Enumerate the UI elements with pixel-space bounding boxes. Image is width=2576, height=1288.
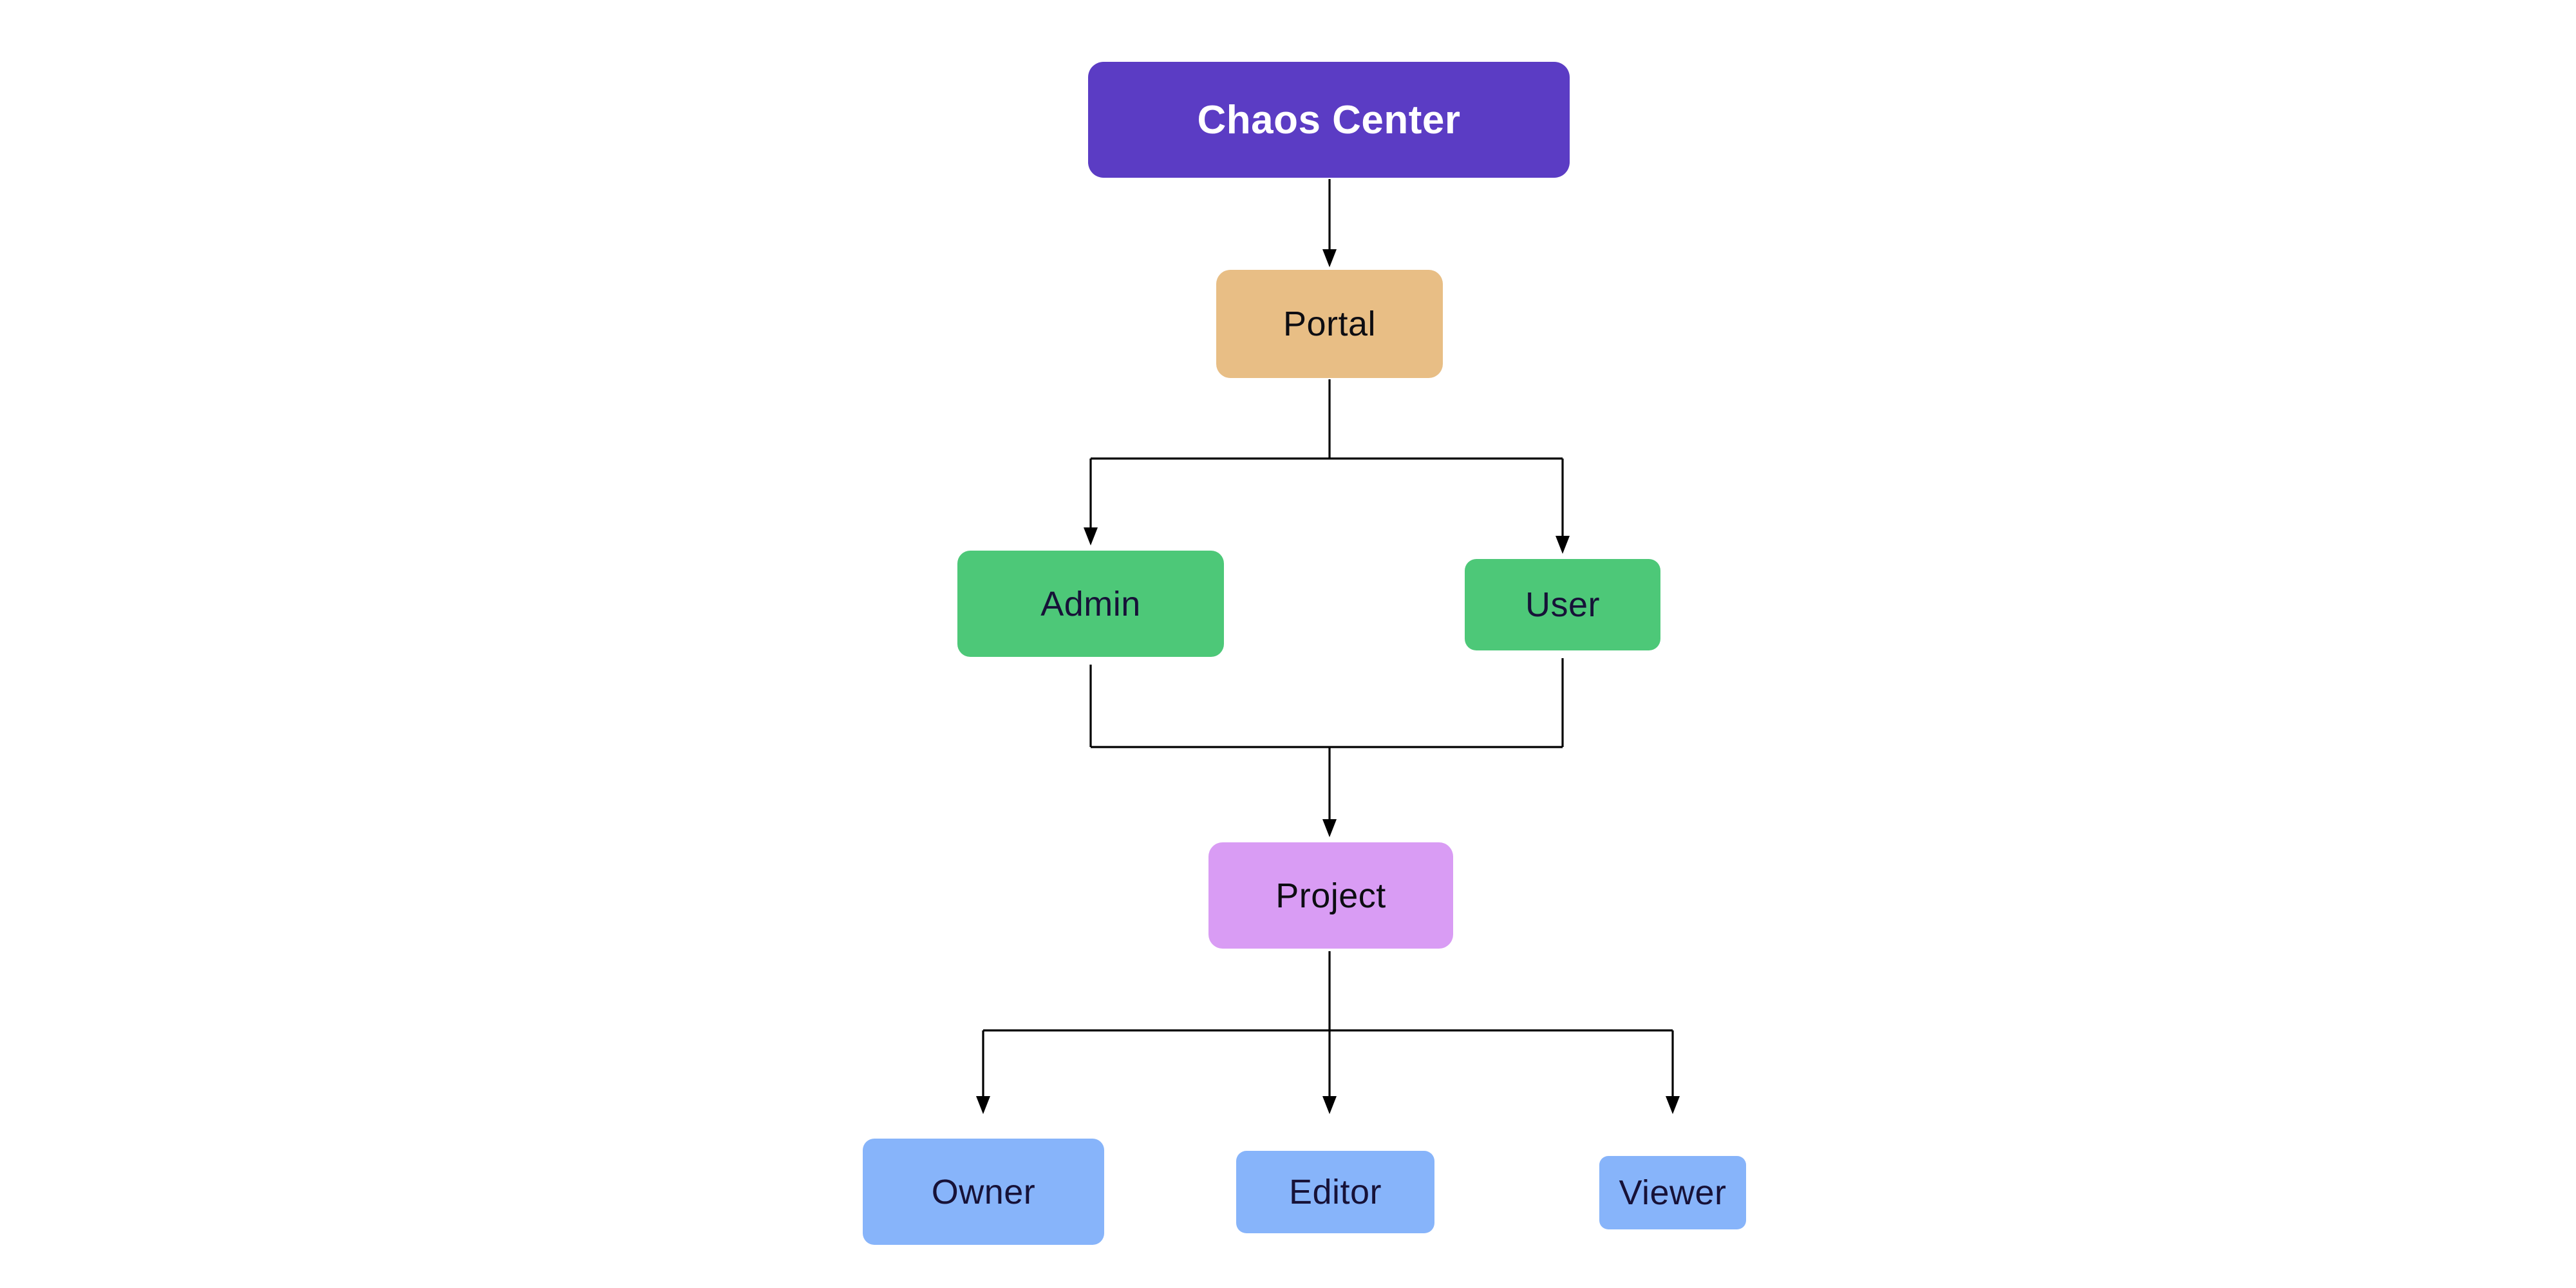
- node-owner: Owner: [863, 1139, 1104, 1245]
- node-user: User: [1465, 559, 1660, 650]
- node-editor: Editor: [1236, 1151, 1434, 1233]
- node-portal: Portal: [1216, 270, 1443, 378]
- node-admin: Admin: [957, 551, 1224, 657]
- node-project: Project: [1208, 842, 1453, 949]
- node-viewer: Viewer: [1599, 1156, 1746, 1229]
- node-chaos-center: Chaos Center: [1088, 62, 1570, 178]
